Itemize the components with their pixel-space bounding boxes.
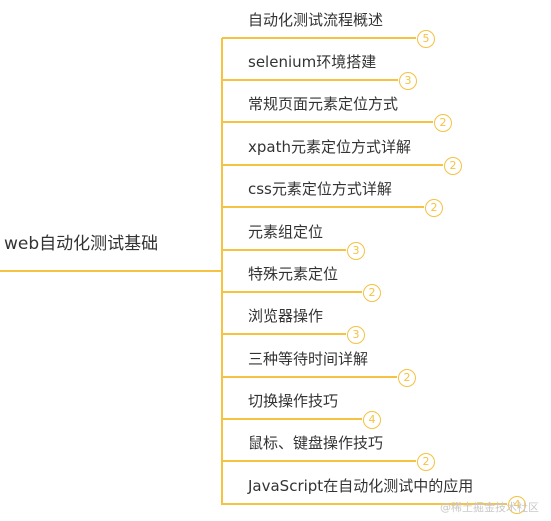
watermark: @稀土掘金技术社区 [440,501,539,514]
child-count-badge[interactable]: 2 [417,453,435,471]
branch-node[interactable]: 鼠标、键盘操作技巧 2 [248,423,548,471]
branch-node[interactable]: 自动化测试流程概述 5 [248,0,548,48]
branch-label: 浏览器操作 [248,307,324,325]
branch-label: 鼠标、键盘操作技巧 [248,434,384,452]
branch-node[interactable]: 浏览器操作 3 [248,296,548,344]
child-count-badge[interactable]: 4 [508,496,526,514]
child-count-badge[interactable]: 3 [347,326,365,344]
child-count-badge[interactable]: 2 [398,369,416,387]
child-count-badge[interactable]: 5 [417,30,435,48]
child-count-badge[interactable]: 2 [444,157,462,175]
branch-node[interactable]: 元素组定位 3 [248,212,548,260]
branch-label: 元素组定位 [248,223,324,241]
branch-label: JavaScript在自动化测试中的应用 [248,477,474,495]
branch-label: selenium环境搭建 [248,53,377,71]
branch-node[interactable]: 常规页面元素定位方式 2 [248,84,548,132]
child-count-badge[interactable]: 2 [434,114,452,132]
branch-node[interactable]: xpath元素定位方式详解 2 [248,127,548,175]
branch-node[interactable]: 三种等待时间详解 2 [248,339,548,387]
branch-label: css元素定位方式详解 [248,180,392,198]
child-count-badge[interactable]: 2 [363,284,381,302]
child-count-badge[interactable]: 3 [347,242,365,260]
branch-label: 常规页面元素定位方式 [248,95,399,113]
branch-label: 三种等待时间详解 [248,350,369,368]
branch-label: 特殊元素定位 [248,265,339,283]
branch-node[interactable]: JavaScript在自动化测试中的应用 4 [248,466,548,514]
branch-node[interactable]: selenium环境搭建 3 [248,42,548,90]
child-count-badge[interactable]: 4 [363,411,381,429]
root-topic[interactable]: web自动化测试基础 [4,234,159,254]
child-count-badge[interactable]: 2 [425,199,443,217]
child-count-badge[interactable]: 3 [399,72,417,90]
branch-node[interactable]: css元素定位方式详解 2 [248,169,548,217]
branch-label: 切换操作技巧 [248,392,339,410]
branch-label: 自动化测试流程概述 [248,11,384,29]
branch-node[interactable]: 切换操作技巧 4 [248,381,548,429]
branch-label: xpath元素定位方式详解 [248,138,411,156]
branch-node[interactable]: 特殊元素定位 2 [248,254,548,302]
